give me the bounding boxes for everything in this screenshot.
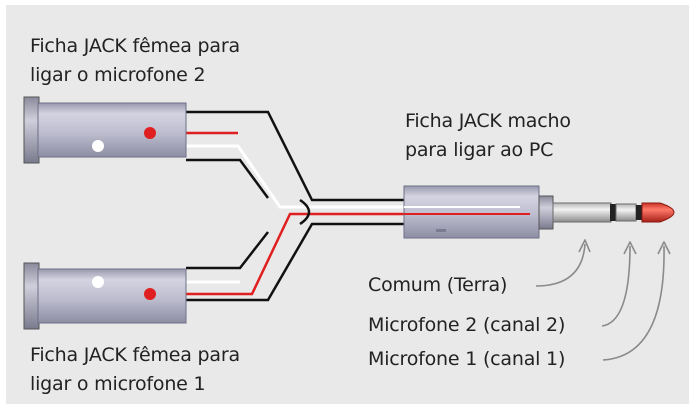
- female-bottom-label-line2: ligar o microfone 1: [30, 373, 206, 395]
- cable-junction: [299, 198, 311, 226]
- bottom-white-contact: [92, 276, 104, 288]
- arrow-mic2: [601, 245, 631, 327]
- top-cable-black: [186, 110, 370, 202]
- male-jack-plug: [403, 185, 675, 239]
- bottom-cable-edge: [186, 231, 269, 270]
- top-red-contact: [144, 127, 156, 139]
- plug-sleeve: [552, 202, 612, 223]
- mic2-channel-label: Microfone 2 (canal 2): [368, 314, 566, 336]
- top-cable-edge: [186, 158, 270, 199]
- bottom-cable-black: [186, 222, 370, 302]
- common-ground-label: Comum (Terra): [368, 274, 508, 296]
- female-top-label-line2: ligar o microfone 2: [30, 64, 206, 86]
- female-jack-bottom: [23, 262, 187, 330]
- arrow-mic1: [602, 245, 665, 361]
- female-bottom-label-line1: Ficha JACK fêmea para: [30, 344, 240, 366]
- female-jack-top: [23, 96, 187, 164]
- bottom-red-contact: [144, 288, 156, 300]
- male-label-line2: para ligar ao PC: [405, 139, 554, 161]
- arrow-common: [535, 243, 586, 287]
- male-label-line1: Ficha JACK macho: [405, 110, 571, 132]
- female-top-label-line1: Ficha JACK fêmea para: [30, 35, 240, 57]
- plug-tip: [641, 202, 675, 223]
- mic1-channel-label: Microfone 1 (canal 1): [368, 348, 566, 370]
- plug-ring: [615, 203, 637, 222]
- top-white-contact: [92, 140, 104, 152]
- pointer-arrows: [535, 239, 671, 361]
